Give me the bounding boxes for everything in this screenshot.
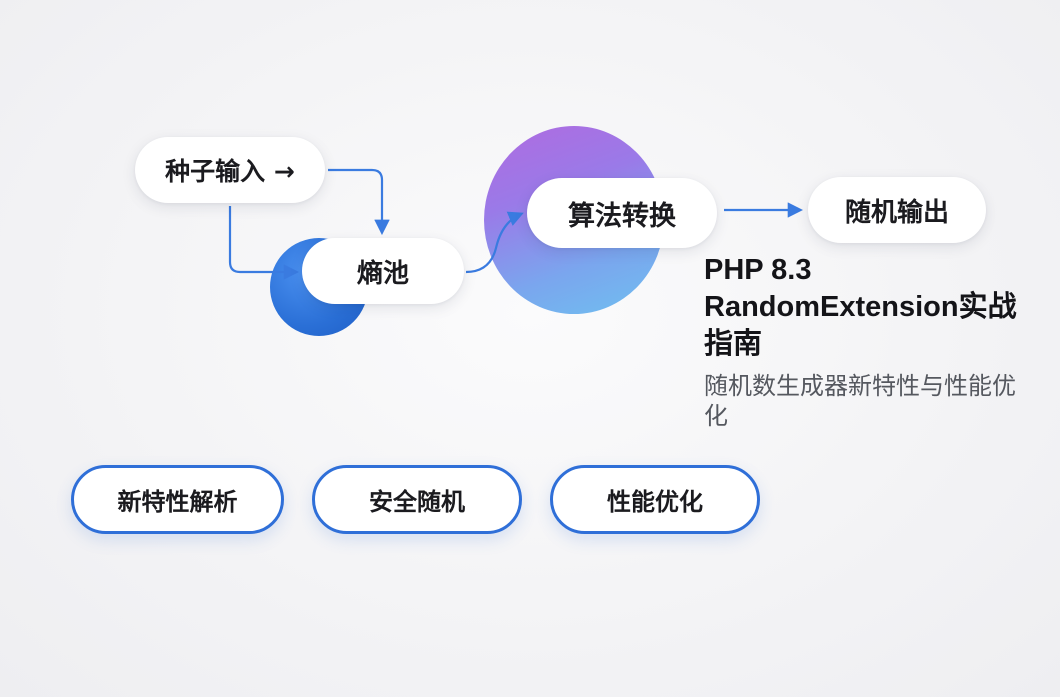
page-title: PHP 8.3 RandomExtension实战指南: [704, 254, 1017, 360]
tag-new-features: 新特性解析: [71, 465, 284, 534]
node-random-output: 随机输出: [808, 177, 986, 243]
arrow-seed-to-pool: [328, 168, 390, 236]
node-seed-input: 种子输入 →: [135, 137, 325, 203]
arrow-seed-to-pool-left: [228, 206, 300, 280]
tag-performance: 性能优化: [550, 465, 760, 534]
page-subtitle: 随机数生成器新特性与性能优化: [704, 372, 1016, 430]
tag-secure-random: 安全随机: [312, 465, 522, 534]
node-entropy-pool: 熵池: [302, 238, 464, 304]
arrow-pool-to-algorithm: [465, 211, 524, 274]
node-algorithm-transform: 算法转换: [527, 178, 717, 248]
